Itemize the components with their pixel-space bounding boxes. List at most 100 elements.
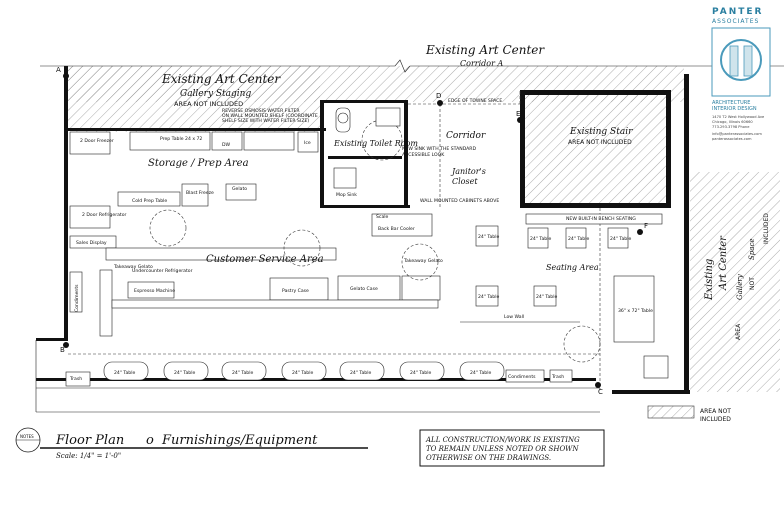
eq-prep-table: Prep Table 24 x 72 bbox=[160, 136, 202, 142]
eq-cold-prep: Cold Prep Table bbox=[132, 198, 167, 204]
firm-discipline-2: INTERIOR DESIGN bbox=[712, 106, 757, 112]
label-customer-service: Customer Service Area bbox=[206, 254, 324, 265]
eq-sales: Sales Display bbox=[76, 240, 107, 246]
eq-trash-left: Trash bbox=[69, 376, 82, 382]
eq-table-2: 24" Table bbox=[568, 236, 589, 242]
callout-filter3: SHELF SIZE WITH WATER FILTER SIZE) bbox=[222, 118, 309, 124]
eq-ice: Ice bbox=[304, 140, 311, 146]
label-art-center-top: Existing Art Center bbox=[425, 43, 545, 57]
ice-machine bbox=[297, 131, 319, 153]
label-existing-stair: Existing Stair bbox=[569, 127, 633, 137]
eq-scale: Scale bbox=[376, 214, 389, 220]
eq-table-5: 24" Table bbox=[478, 294, 499, 300]
area-labels: Existing Art Center Corridor A Existing … bbox=[148, 43, 770, 340]
eq-bar-table-2: 24" Table bbox=[174, 370, 195, 376]
drawing-title-sep: o bbox=[146, 433, 154, 448]
blast-freezer bbox=[181, 183, 209, 207]
dishwasher bbox=[211, 131, 243, 151]
label-right-space: Space bbox=[748, 238, 756, 260]
counter-front bbox=[99, 269, 113, 337]
eq-back-bar: Back Bar Cooler bbox=[378, 226, 415, 232]
seating bbox=[460, 213, 669, 379]
counter-back bbox=[105, 247, 337, 261]
label-seating-area: Seating Area bbox=[546, 263, 599, 272]
eq-gelato-top: Gelato bbox=[232, 186, 247, 192]
firm-address-1: 1470 T2 West Hollywood Ave bbox=[712, 115, 765, 119]
firm-discipline-1: ARCHITECTURE bbox=[712, 100, 750, 106]
eq-espresso: Espresso Machine bbox=[134, 288, 175, 294]
firm-phone: 773.293.3798 Phone bbox=[712, 125, 750, 129]
eq-dw: DW bbox=[222, 142, 231, 148]
eq-trash-right: Trash bbox=[551, 374, 564, 380]
drawing-title-sub: Furnishings/Equipment bbox=[161, 433, 318, 448]
column-tag-b: B bbox=[60, 346, 65, 354]
label-art-center-left: Existing Art Center bbox=[161, 72, 281, 86]
label-edge-top: EDGE OF TOWNE SPACE bbox=[448, 98, 502, 104]
eq-large-table: 36" x 72" Table bbox=[618, 308, 653, 314]
eq-bar-table-3: 24" Table bbox=[232, 370, 253, 376]
firm-name-2: ASSOCIATES bbox=[712, 18, 759, 25]
eq-table-6: 24" Table bbox=[536, 294, 557, 300]
callout-low-wall: Low Wall bbox=[504, 314, 524, 320]
back-bar bbox=[371, 213, 433, 237]
legend-text-2: INCLUDED bbox=[700, 416, 731, 423]
label-stair-not-included: AREA NOT INCLUDED bbox=[568, 139, 632, 146]
sheet-ref: NOTES bbox=[20, 434, 34, 439]
gelato-machine bbox=[225, 183, 257, 201]
drawing-scale: Scale: 1/4" = 1'-0" bbox=[56, 452, 121, 460]
freezer bbox=[69, 131, 111, 155]
kitchen-equipment bbox=[69, 119, 601, 363]
label-corridor: Corridor bbox=[446, 131, 486, 141]
column-a-dot bbox=[63, 73, 69, 79]
hatch-left-gallery bbox=[64, 66, 320, 132]
label-right-included: INCLUDED bbox=[763, 213, 770, 244]
prep-table bbox=[129, 131, 211, 151]
eq-pastry: Pastry Case bbox=[282, 288, 309, 294]
refrigerator bbox=[69, 205, 111, 229]
column-tag-c: C bbox=[598, 388, 603, 396]
eq-table-4: 24" Table bbox=[478, 234, 499, 240]
label-right-not: NOT bbox=[749, 277, 756, 290]
column-tag-f: F bbox=[644, 222, 648, 230]
eq-fridge: 2 Door Refrigerator bbox=[82, 212, 127, 218]
callout-sink2: ACCESSIBLE LOOK bbox=[402, 152, 445, 158]
gelato-case bbox=[337, 275, 401, 301]
callout-filter2: ON WALL MOUNTED SHELF (COORDINATE bbox=[222, 113, 318, 119]
firm-address-2: Chicago, Illinois 60660 bbox=[712, 120, 753, 124]
eq-takeaway: Takeaway Gelato bbox=[113, 264, 153, 270]
eq-freezer: 2 Door Freezer bbox=[80, 138, 114, 144]
label-area-not-included: AREA NOT INCLUDED bbox=[174, 100, 243, 108]
label-janitor: Janitor's bbox=[450, 167, 486, 176]
column-tag-e: E bbox=[516, 110, 520, 118]
label-right-existing: Existing bbox=[704, 259, 715, 301]
eq-table-1: 24" Table bbox=[530, 236, 551, 242]
note-line-2: TO REMAIN UNLESS NOTED OR SHOWN bbox=[426, 445, 579, 453]
eq-takeaway-gelato: Takeaway Gelato bbox=[403, 258, 443, 264]
firm-email: info@panterassociates.com bbox=[712, 132, 762, 136]
label-storage: Storage / Prep Area bbox=[148, 158, 249, 169]
column-f-dot bbox=[637, 229, 643, 235]
callout-sink1: NEW SINK WITH THE STANDARD bbox=[402, 146, 476, 152]
hatched-areas bbox=[64, 66, 780, 419]
eq-bar-table-1: 24" Table bbox=[114, 370, 135, 376]
eq-condiments-right: Condiments bbox=[508, 374, 536, 380]
front-counter bbox=[111, 299, 439, 309]
label-right-gallery: Gallery bbox=[736, 273, 744, 300]
label-gallery-staging: Gallery Staging bbox=[180, 89, 251, 99]
legend-text-1: AREA NOT bbox=[700, 408, 731, 415]
label-right-art-center: Art Center bbox=[718, 235, 729, 291]
column-tag-d: D bbox=[436, 92, 441, 100]
espresso-machine bbox=[127, 281, 175, 299]
bench bbox=[525, 213, 663, 225]
hatch-legend-box bbox=[647, 405, 695, 419]
eq-undercounter: Undercounter Refrigerator bbox=[132, 268, 193, 274]
construction-note: ALL CONSTRUCTION/WORK IS EXISTING TO REM… bbox=[419, 429, 605, 467]
toilet-fixtures bbox=[333, 107, 401, 189]
callout-cabinets: WALL MOUNTED CABINETS ABOVE bbox=[420, 198, 499, 204]
column-markers bbox=[63, 73, 643, 388]
column-b-dot bbox=[63, 342, 69, 348]
callouts: NEW SINK WITH THE STANDARD ACCESSIBLE LO… bbox=[222, 108, 636, 320]
callout-bench: NEW BUILT-IN BENCH SEATING bbox=[566, 216, 636, 222]
boundary-lines bbox=[35, 59, 784, 413]
